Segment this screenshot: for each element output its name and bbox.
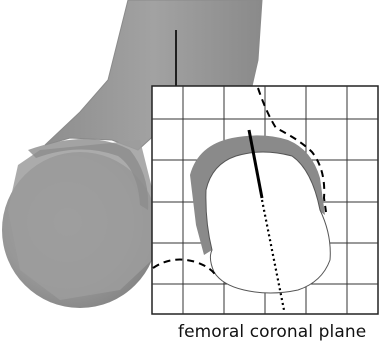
coronal-section-inset [152, 86, 378, 314]
figure-caption: femoral coronal plane [178, 322, 366, 342]
